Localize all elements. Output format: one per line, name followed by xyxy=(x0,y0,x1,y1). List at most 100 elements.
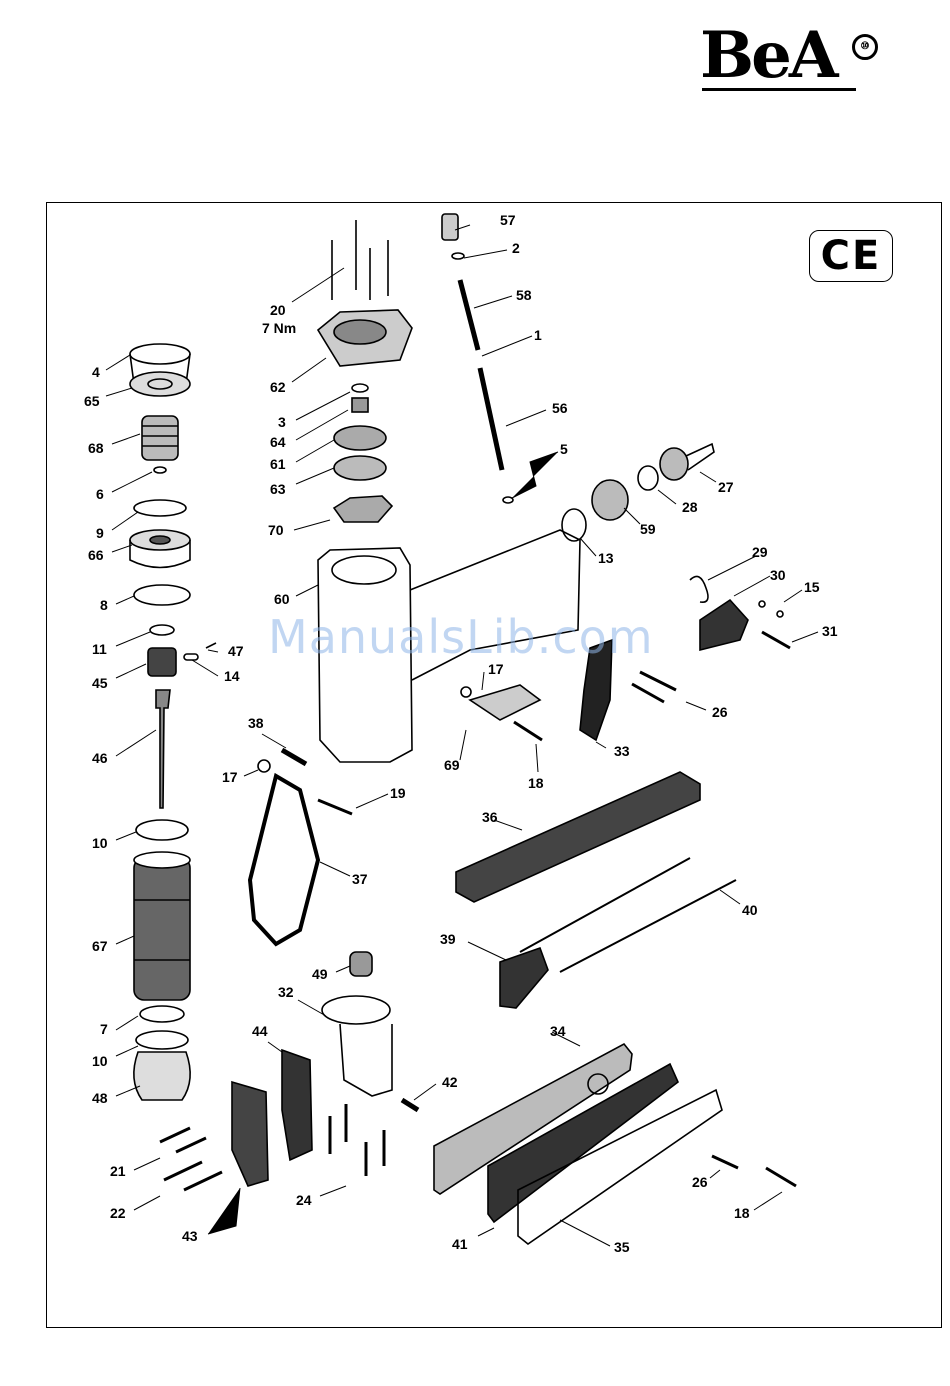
part-oring-5 xyxy=(503,497,513,503)
callout-4: 4 xyxy=(92,364,100,380)
callout-68: 68 xyxy=(88,440,104,456)
callout-69: 69 xyxy=(444,757,460,773)
callout-38: 38 xyxy=(248,715,264,731)
part-bracket-69 xyxy=(470,685,540,720)
part-pin-42 xyxy=(402,1100,418,1110)
callout-49: 49 xyxy=(312,966,328,982)
callout-47: 47 xyxy=(228,643,244,659)
callout-3: 3 xyxy=(278,414,286,430)
callout-10b: 10 xyxy=(92,1053,108,1069)
part-oring-3 xyxy=(352,384,368,392)
callout-22: 22 xyxy=(110,1205,126,1221)
callout-13: 13 xyxy=(598,550,614,566)
callout-62: 62 xyxy=(270,379,286,395)
callout-48: 48 xyxy=(92,1090,108,1106)
callout-39: 39 xyxy=(440,931,456,947)
callout-27: 27 xyxy=(718,479,734,495)
callout-45: 45 xyxy=(92,675,108,691)
part-cylinder-67 xyxy=(134,852,190,1000)
callout-42: 42 xyxy=(442,1074,458,1090)
callout-7nm: 7 Nm xyxy=(262,320,296,336)
part-plate-44 xyxy=(282,1050,312,1160)
part-nut-17a xyxy=(258,760,270,772)
part-gasket-70 xyxy=(334,496,392,522)
callout-44: 44 xyxy=(252,1023,268,1039)
part-oring-6 xyxy=(154,467,166,473)
callout-2: 2 xyxy=(512,240,520,256)
callout-5: 5 xyxy=(560,441,568,457)
part-screw-26b xyxy=(712,1156,738,1168)
part-spring-58 xyxy=(460,280,478,350)
callout-56: 56 xyxy=(552,400,568,416)
part-rod-40a xyxy=(520,858,690,952)
part-screw-18a xyxy=(514,722,542,740)
watermark: ManualsLib.com xyxy=(268,610,654,664)
callout-30: 30 xyxy=(770,567,786,583)
callout-58: 58 xyxy=(516,287,532,303)
callout-20: 20 xyxy=(270,302,286,318)
callout-34: 34 xyxy=(550,1023,566,1039)
callout-66: 66 xyxy=(88,547,104,563)
callout-64: 64 xyxy=(270,434,286,450)
callout-37: 37 xyxy=(352,871,368,887)
part-spring-29 xyxy=(690,576,708,602)
callout-7: 7 xyxy=(100,1021,108,1037)
callout-36: 36 xyxy=(482,809,498,825)
part-nose-32 xyxy=(322,996,392,1096)
part-pin-14 xyxy=(184,654,198,660)
callout-28: 28 xyxy=(682,499,698,515)
part-screw-19 xyxy=(318,800,352,814)
part-screws-21 xyxy=(160,1128,206,1152)
callout-40: 40 xyxy=(742,902,758,918)
part-pusher-39 xyxy=(500,948,548,1008)
part-cap-49 xyxy=(350,952,372,976)
part-oring-2 xyxy=(452,253,464,259)
callout-18a: 18 xyxy=(528,775,544,791)
part-magazine-36 xyxy=(456,772,700,902)
part-valve-stem-56 xyxy=(480,368,502,470)
callout-57: 57 xyxy=(500,212,516,228)
part-nut-17b xyxy=(461,687,471,697)
callout-6: 6 xyxy=(96,486,104,502)
part-trigger-30 xyxy=(700,600,748,650)
callout-35: 35 xyxy=(614,1239,630,1255)
callout-63: 63 xyxy=(270,481,286,497)
part-pin-15b xyxy=(777,611,783,617)
callout-43: 43 xyxy=(182,1228,198,1244)
part-spring-38 xyxy=(282,750,306,764)
part-screws-20 xyxy=(332,220,388,300)
part-screw-18b xyxy=(766,1168,796,1186)
callout-33: 33 xyxy=(614,743,630,759)
part-spring-68 xyxy=(142,416,178,460)
part-plate-43 xyxy=(232,1082,268,1186)
part-oring-10a xyxy=(136,820,188,840)
callout-70: 70 xyxy=(268,522,284,538)
part-rod-40b xyxy=(560,880,736,972)
callout-26b: 26 xyxy=(692,1174,708,1190)
part-top-cap-62 xyxy=(318,310,412,366)
part-screws-22 xyxy=(164,1162,222,1190)
callout-10a: 10 xyxy=(92,835,108,851)
callout-18b: 18 xyxy=(734,1205,750,1221)
callout-67: 67 xyxy=(92,938,108,954)
part-safety-37 xyxy=(250,776,318,944)
part-screws-24 xyxy=(330,1104,384,1176)
callout-59: 59 xyxy=(640,521,656,537)
callout-9: 9 xyxy=(96,525,104,541)
part-oring-7 xyxy=(140,1006,184,1022)
part-exhaust-deflector-61 xyxy=(334,426,386,450)
part-oring-8 xyxy=(134,585,190,605)
callout-1: 1 xyxy=(534,327,542,343)
callout-14: 14 xyxy=(224,668,240,684)
part-valve-66 xyxy=(130,530,190,568)
part-driver-blade-46 xyxy=(156,690,170,808)
part-valve-cap-57 xyxy=(442,214,458,240)
callout-61: 61 xyxy=(270,456,286,472)
part-air-fitting-27 xyxy=(660,444,714,480)
part-pin-15a xyxy=(759,601,765,607)
part-oring-11 xyxy=(150,625,174,635)
part-screws-26a xyxy=(632,672,676,702)
part-oring-28 xyxy=(638,466,658,490)
part-pin-47 xyxy=(206,643,216,648)
